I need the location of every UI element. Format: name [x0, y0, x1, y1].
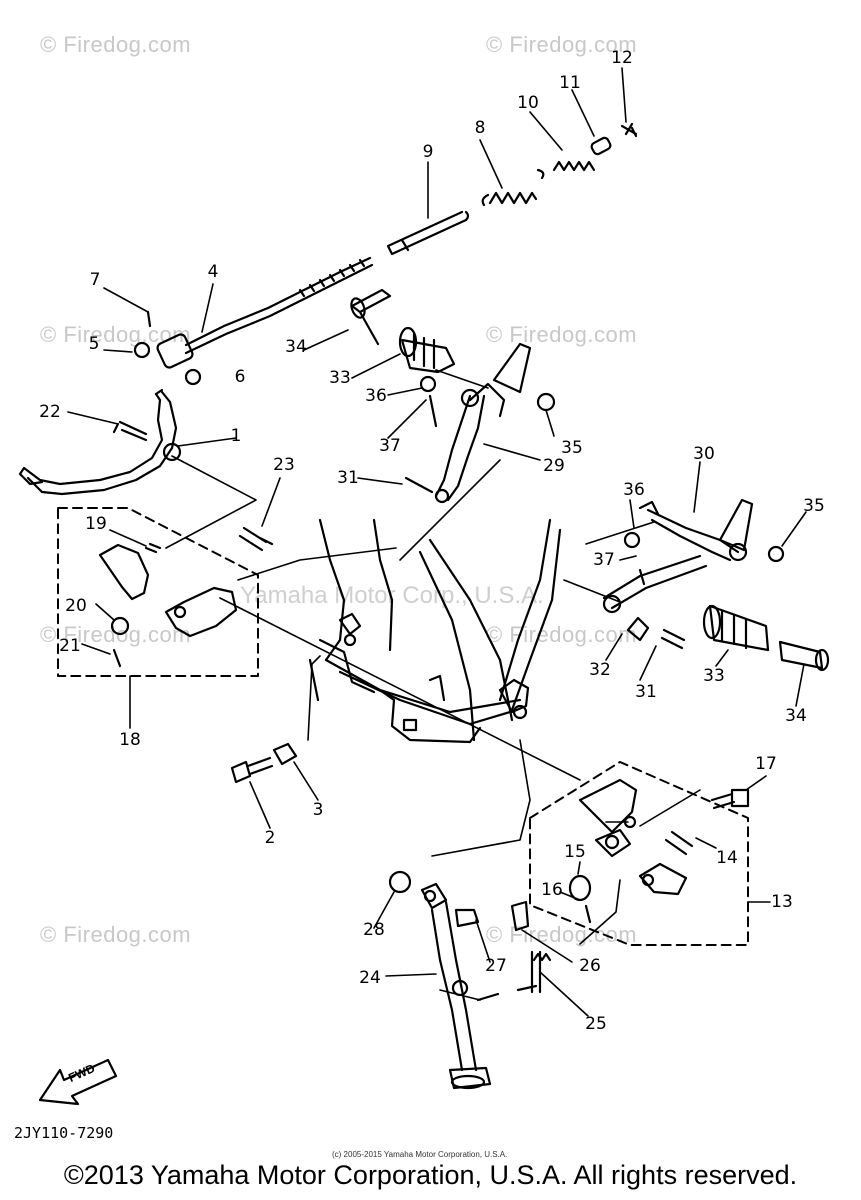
watermark-firedog: © Firedog.com — [40, 922, 192, 947]
watermark-firedog: © Firedog.com — [486, 622, 638, 647]
part-label-1: 1 — [230, 426, 242, 446]
part-label-10: 10 — [517, 93, 539, 113]
brake-pedal — [18, 388, 182, 496]
watermark-firedog: © Firedog.com — [486, 32, 638, 57]
sidestand — [388, 778, 750, 1090]
part-label-28: 28 — [363, 920, 385, 940]
assembly-18 — [98, 526, 274, 668]
pivot-bolt — [230, 742, 298, 784]
part-label-15: 15 — [564, 842, 586, 862]
part-label-20: 20 — [65, 596, 87, 616]
part-label-35-right: 35 — [803, 496, 825, 516]
part-label-9: 9 — [422, 142, 434, 162]
watermark-firedog: © Firedog.com — [40, 32, 192, 57]
shift-rod — [133, 122, 638, 386]
part-label-17: 17 — [755, 754, 777, 774]
part-label-3: 3 — [312, 800, 324, 820]
part-label-7: 7 — [89, 270, 101, 290]
part-label-11: 11 — [559, 73, 581, 93]
part-label-4: 4 — [207, 262, 219, 282]
part-label-30: 30 — [693, 444, 715, 464]
part-label-8: 8 — [474, 118, 486, 138]
small-copyright: (c) 2005-2015 Yamaha Motor Corporation, … — [332, 1150, 508, 1159]
diagram-code: 2JY110-7290 — [14, 1124, 114, 1142]
footer-copyright: ©2013 Yamaha Motor Corporation, U.S.A. A… — [63, 1160, 798, 1190]
watermark-firedog: © Firedog.com — [40, 622, 192, 647]
part-label-22: 22 — [39, 402, 61, 422]
part-label-14: 14 — [716, 848, 738, 868]
frame — [308, 518, 562, 744]
part-label-12: 12 — [611, 48, 633, 68]
part-label-31-left: 31 — [337, 468, 359, 488]
part-label-34-left: 34 — [285, 337, 307, 357]
part-label-37-left: 37 — [379, 436, 401, 456]
part-label-2: 2 — [264, 828, 276, 848]
part-label-26: 26 — [579, 956, 601, 976]
part-label-35-left: 35 — [561, 438, 583, 458]
part-label-18: 18 — [119, 730, 141, 750]
part-label-36-right: 36 — [623, 480, 645, 500]
group-box-18 — [57, 507, 259, 677]
part-label-24: 24 — [359, 968, 381, 988]
part-label-19: 19 — [85, 514, 107, 534]
part-label-25: 25 — [585, 1014, 607, 1034]
watermark-firedog: © Firedog.com — [486, 322, 638, 347]
part-label-6: 6 — [234, 367, 246, 387]
label-leaders — [67, 67, 807, 1017]
part-label-5: 5 — [88, 334, 100, 354]
fwd-arrow — [38, 1058, 118, 1106]
part-label-27: 27 — [485, 956, 507, 976]
part-label-36-left: 36 — [365, 386, 387, 406]
part-label-33-left: 33 — [329, 368, 351, 388]
part-label-31-right: 31 — [635, 682, 657, 702]
watermark-firedog: © Firedog.com — [40, 322, 192, 347]
part-label-32: 32 — [589, 660, 611, 680]
part-label-37-right: 37 — [593, 550, 615, 570]
group-box-13 — [529, 761, 749, 946]
footrest-left — [350, 288, 556, 504]
part-label-34-right: 34 — [785, 706, 807, 726]
watermark-firedog: © Firedog.com — [486, 922, 638, 947]
leader-lines — [165, 369, 701, 1001]
part-label-33-right: 33 — [703, 666, 725, 686]
part-label-13: 13 — [771, 892, 793, 912]
part-label-16: 16 — [541, 880, 563, 900]
part-label-23: 23 — [273, 455, 295, 475]
part-label-21: 21 — [59, 636, 81, 656]
footrest-right — [602, 498, 830, 672]
part-label-29: 29 — [543, 456, 565, 476]
